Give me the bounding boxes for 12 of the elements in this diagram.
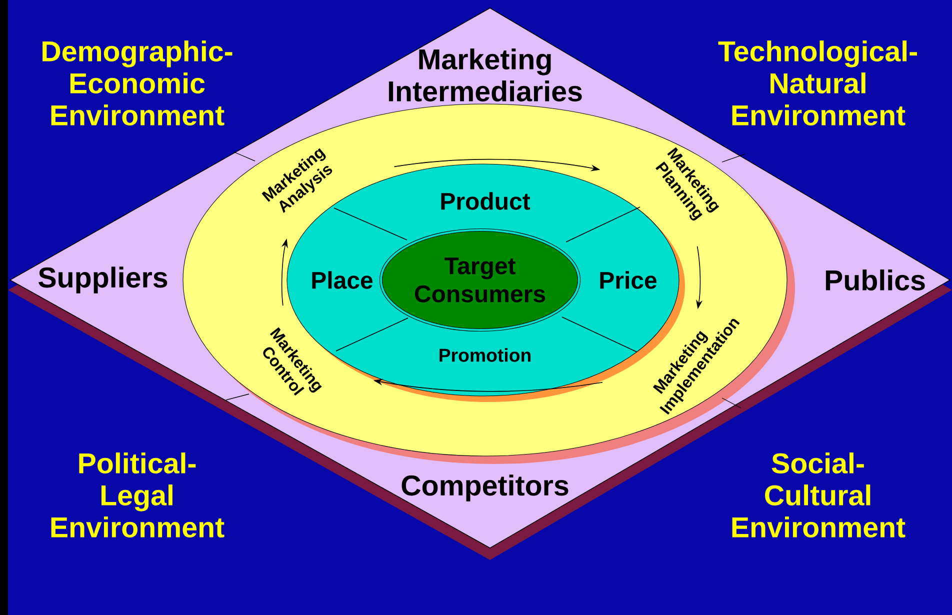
- segment-label: Price: [600, 271, 657, 289]
- region-label: Suppliers: [38, 266, 168, 294]
- environment-label: Political-Legal Environment: [51, 452, 224, 538]
- segment-label: Product: [441, 192, 530, 210]
- region-label: Publics: [826, 269, 925, 291]
- segment-label: Place: [312, 271, 373, 289]
- region-label: Marketing Intermediaries: [388, 48, 582, 102]
- environment-label: Social-Cultural Environment: [732, 452, 906, 538]
- region-label: Competitors: [402, 474, 568, 502]
- environment-label: Technological-Natural Environment: [718, 40, 917, 126]
- environment-label: Demographic-Economic Environment: [42, 40, 232, 126]
- segment-label: Promotion: [440, 348, 531, 362]
